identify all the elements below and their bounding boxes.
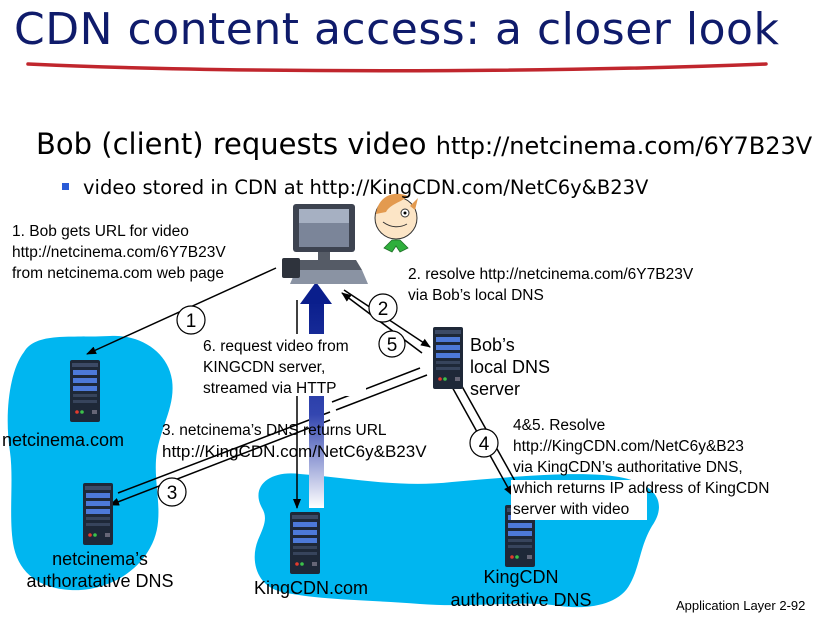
step6-line3: streamed via HTTP bbox=[203, 380, 337, 397]
arrow-step3c bbox=[109, 419, 331, 506]
page-title: CDN content access: a closer look bbox=[14, 4, 780, 55]
arrow-step3d bbox=[117, 411, 331, 494]
step45-line4: which returns IP address of KingCDN bbox=[513, 480, 770, 497]
step45-text: 4&5. Resolve http://KingCDN.com/NetC6y&B… bbox=[513, 415, 769, 520]
title-underline bbox=[26, 62, 768, 73]
step3-line1: 3. netcinema’s DNS returns URL bbox=[162, 422, 387, 439]
badge-3-label: 3 bbox=[167, 483, 178, 504]
arrow-step3a bbox=[335, 374, 428, 411]
step6-line1: 6. request video from bbox=[203, 338, 349, 355]
step3-line2: http://KingCDN.com/NetC6y&B23V bbox=[162, 442, 427, 461]
bullet-text: video stored in CDN at http://KingCDN.co… bbox=[83, 176, 649, 199]
badge-2: 2 bbox=[368, 293, 398, 323]
netcinema-dns-line1: netcinema’s bbox=[52, 549, 148, 569]
badge-4: 4 bbox=[469, 428, 499, 458]
step1-line1: 1. Bob gets URL for video bbox=[12, 223, 189, 240]
kingcdn-label: KingCDN.com bbox=[254, 578, 369, 598]
bullet-square-icon bbox=[62, 183, 69, 190]
netcinema-cloud bbox=[7, 335, 173, 591]
local-dns-server-icon bbox=[433, 327, 463, 389]
local-dns-line1: Bob’s bbox=[470, 335, 515, 355]
step6-text: 6. request video from KINGCDN server, st… bbox=[203, 336, 349, 399]
footer-label: Application Layer 2-92 bbox=[676, 598, 806, 613]
step3-text: 3. netcinema’s DNS returns URL http://Ki… bbox=[162, 420, 427, 462]
client-computer-icon bbox=[282, 204, 368, 284]
local-dns-line2: local DNS bbox=[470, 357, 551, 377]
badge-3: 3 bbox=[157, 477, 187, 507]
step2-text: 2. resolve http://netcinema.com/6Y7B23V … bbox=[408, 264, 693, 306]
badge-1: 1 bbox=[176, 305, 206, 335]
bullet-item: video stored in CDN at http://KingCDN.co… bbox=[62, 176, 648, 199]
netcinema-label: netcinema.com bbox=[2, 430, 125, 450]
arrow-step5 bbox=[341, 292, 423, 354]
badge-1-label: 1 bbox=[186, 311, 197, 332]
kingcdn-server-icon bbox=[290, 512, 320, 574]
step2-line1: 2. resolve http://netcinema.com/6Y7B23V bbox=[408, 266, 694, 283]
step1-line3: from netcinema.com web page bbox=[12, 265, 224, 282]
stream-arrow-head bbox=[300, 282, 332, 304]
kingcdn-dns-label: KingCDN authoritative DNS bbox=[446, 566, 596, 612]
arrow-step3b bbox=[331, 367, 421, 403]
badge-5-label: 5 bbox=[387, 335, 398, 356]
step45-line3: via KingCDN’s authoritative DNS, bbox=[513, 459, 743, 476]
kingcdn-dns-line2: authoritative DNS bbox=[450, 590, 592, 610]
step2-line2: via Bob’s local DNS bbox=[408, 287, 544, 304]
step45-line5: server with video bbox=[513, 501, 630, 518]
netcinema-dns-server-icon bbox=[83, 483, 113, 545]
step45-line2: http://KingCDN.com/NetC6y&B23 bbox=[513, 438, 744, 455]
subtitle-url: http://netcinema.com/6Y7B23V bbox=[435, 132, 813, 160]
subtitle: Bob (client) requests video http://netci… bbox=[36, 127, 812, 161]
badge-4-label: 4 bbox=[479, 434, 490, 455]
netcinema-server-icon bbox=[70, 360, 100, 422]
subtitle-text: Bob (client) requests video bbox=[36, 127, 427, 161]
step1-line2: http://netcinema.com/6Y7B23V bbox=[12, 244, 226, 261]
netcinema-dns-line2: authoratative DNS bbox=[26, 571, 174, 591]
step6-line2: KINGCDN server, bbox=[203, 359, 326, 376]
step45-line1: 4&5. Resolve bbox=[513, 417, 606, 434]
bob-avatar-icon bbox=[374, 193, 418, 253]
local-dns-label: Bob’s local DNS server bbox=[470, 334, 550, 400]
stream-arrow-shaft bbox=[309, 300, 324, 508]
netcinema-dns-label: netcinema’s authoratative DNS bbox=[20, 548, 180, 592]
kingcdn-dns-line1: KingCDN bbox=[483, 567, 559, 587]
badge-5: 5 bbox=[378, 330, 406, 358]
step1-text: 1. Bob gets URL for video http://netcine… bbox=[12, 221, 226, 284]
local-dns-line3: server bbox=[470, 379, 521, 399]
badge-2-label: 2 bbox=[378, 299, 389, 320]
